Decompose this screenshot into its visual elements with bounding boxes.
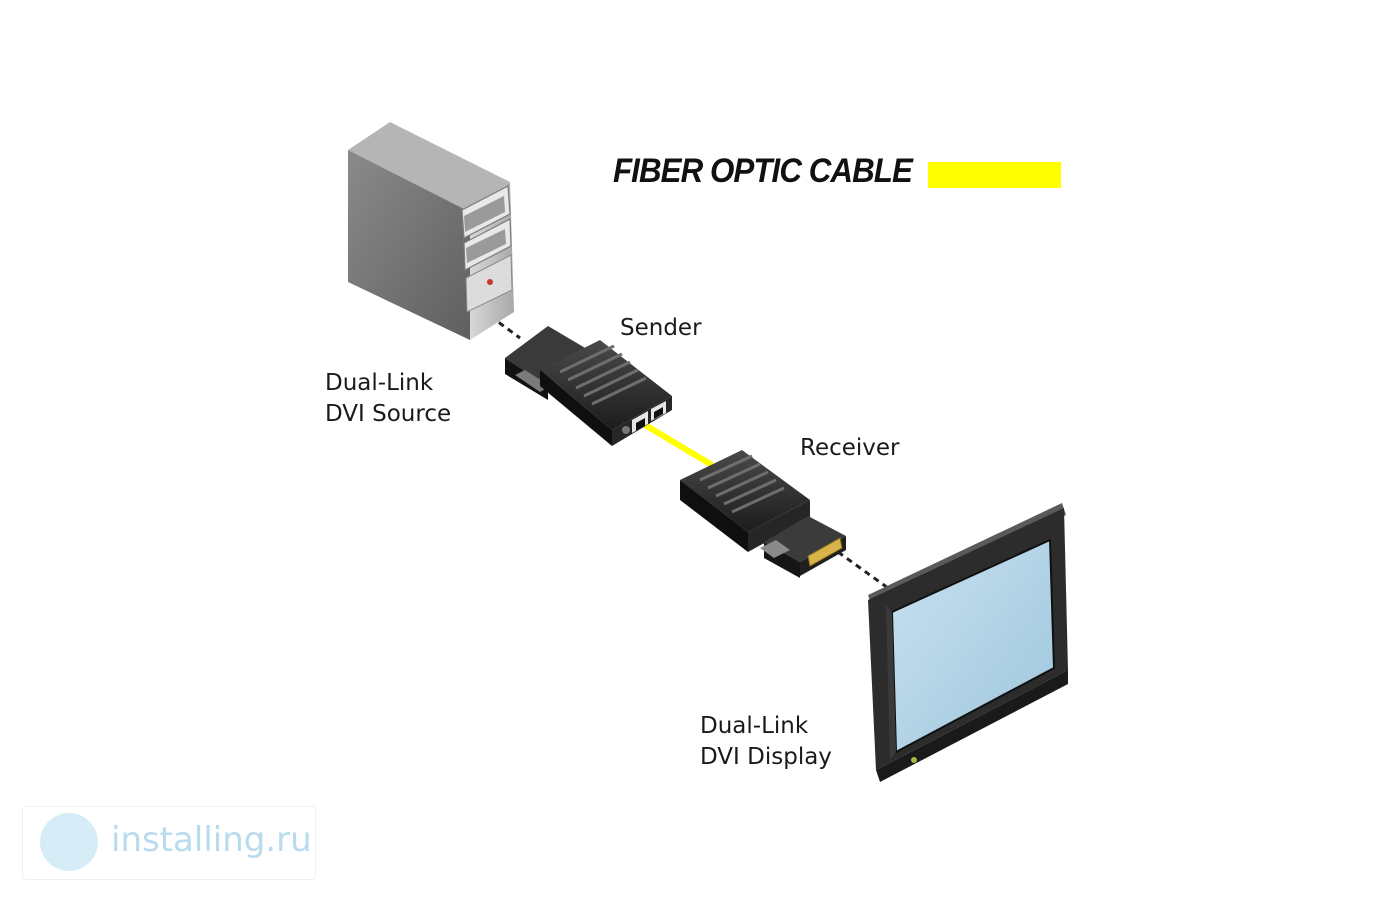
- fiber-sender-module-icon: [505, 326, 672, 446]
- fiber-receiver-module-icon: [680, 450, 846, 578]
- receiver-label: Receiver: [800, 435, 900, 461]
- display-label-line2: DVI Display: [700, 744, 832, 770]
- flat-panel-monitor-icon: [868, 503, 1068, 782]
- watermark-logo-icon: [40, 813, 98, 871]
- fiber-legend-swatch: [928, 162, 1061, 188]
- display-label-line1: Dual-Link: [700, 713, 809, 739]
- source-label-line2: DVI Source: [325, 401, 452, 427]
- watermark: installing.ru: [22, 806, 316, 880]
- legend-title: FIBER OPTIC CABLE: [613, 152, 913, 190]
- source-label-line1: Dual-Link: [325, 370, 434, 396]
- watermark-text: installing.ru: [111, 820, 312, 860]
- sender-label: Sender: [620, 315, 702, 341]
- desktop-tower-icon: [348, 122, 514, 340]
- fiber-optic-cable: [643, 422, 714, 468]
- dvi-cable-receiver-to-display: [837, 550, 889, 590]
